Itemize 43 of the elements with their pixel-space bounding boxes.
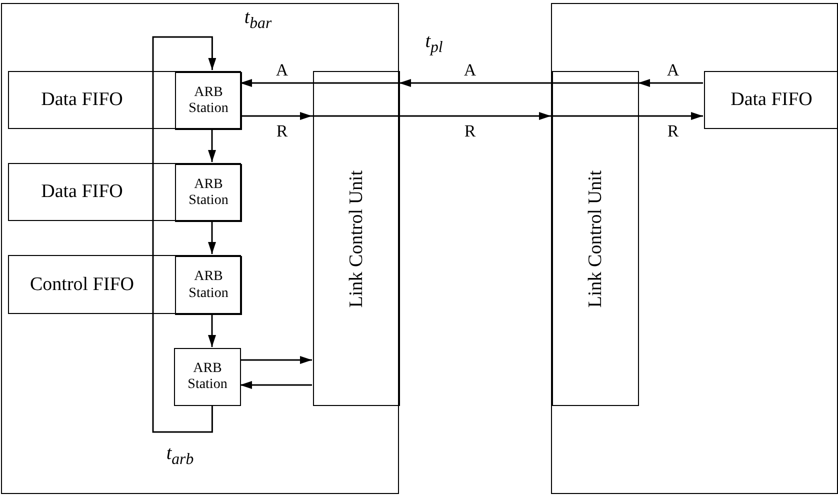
fifo-box: [8, 163, 241, 221]
arrow: [240, 356, 312, 364]
timing-label: t$_{pl}$: [425, 31, 443, 57]
edge-label: A: [664, 62, 682, 78]
box-label: ARB Station: [188, 268, 230, 302]
arrow: [638, 79, 703, 87]
edge-label: R: [665, 122, 681, 140]
timing-label: t$_{bar}$: [244, 7, 272, 33]
edge-label: R: [462, 122, 478, 140]
arrow: [399, 79, 638, 87]
link-control-unit-box: [552, 71, 639, 406]
arb-station-box: [175, 164, 242, 222]
outer-frame: [1, 3, 399, 494]
arb-station-box: [175, 256, 242, 315]
arrow: [240, 79, 399, 87]
box-label: Data FIFO: [730, 88, 814, 112]
fifo-box: [8, 71, 241, 129]
arrow: [208, 313, 216, 347]
outer-frame: [551, 3, 838, 494]
edge-label: A: [274, 62, 290, 78]
box-label: Data FIFO: [40, 180, 124, 204]
arrow: [312, 112, 551, 120]
link-control-unit-box: [313, 71, 400, 406]
box-label: Data FIFO: [40, 88, 124, 112]
arb-station-box: [174, 348, 241, 406]
arb-station-box: [175, 72, 242, 130]
arrow: [240, 112, 312, 120]
arrow: [551, 112, 703, 120]
box-label: Link Control Unit: [584, 170, 606, 308]
edge-label: A: [462, 62, 478, 78]
box-label: ARB Station: [188, 84, 230, 118]
arrow: [208, 128, 216, 162]
arrow: [240, 381, 312, 389]
arrow: [152, 36, 216, 433]
box-label: ARB Station: [186, 360, 228, 394]
box-label: Control FIFO: [29, 272, 135, 297]
edge-label: R: [274, 122, 290, 140]
fifo-box: [704, 71, 838, 129]
arrow: [208, 220, 216, 254]
box-label: ARB Station: [188, 176, 230, 210]
timing-label: t$_{arb}$: [166, 443, 194, 469]
box-label: Link Control Unit: [346, 170, 368, 308]
fifo-box: [8, 255, 241, 314]
